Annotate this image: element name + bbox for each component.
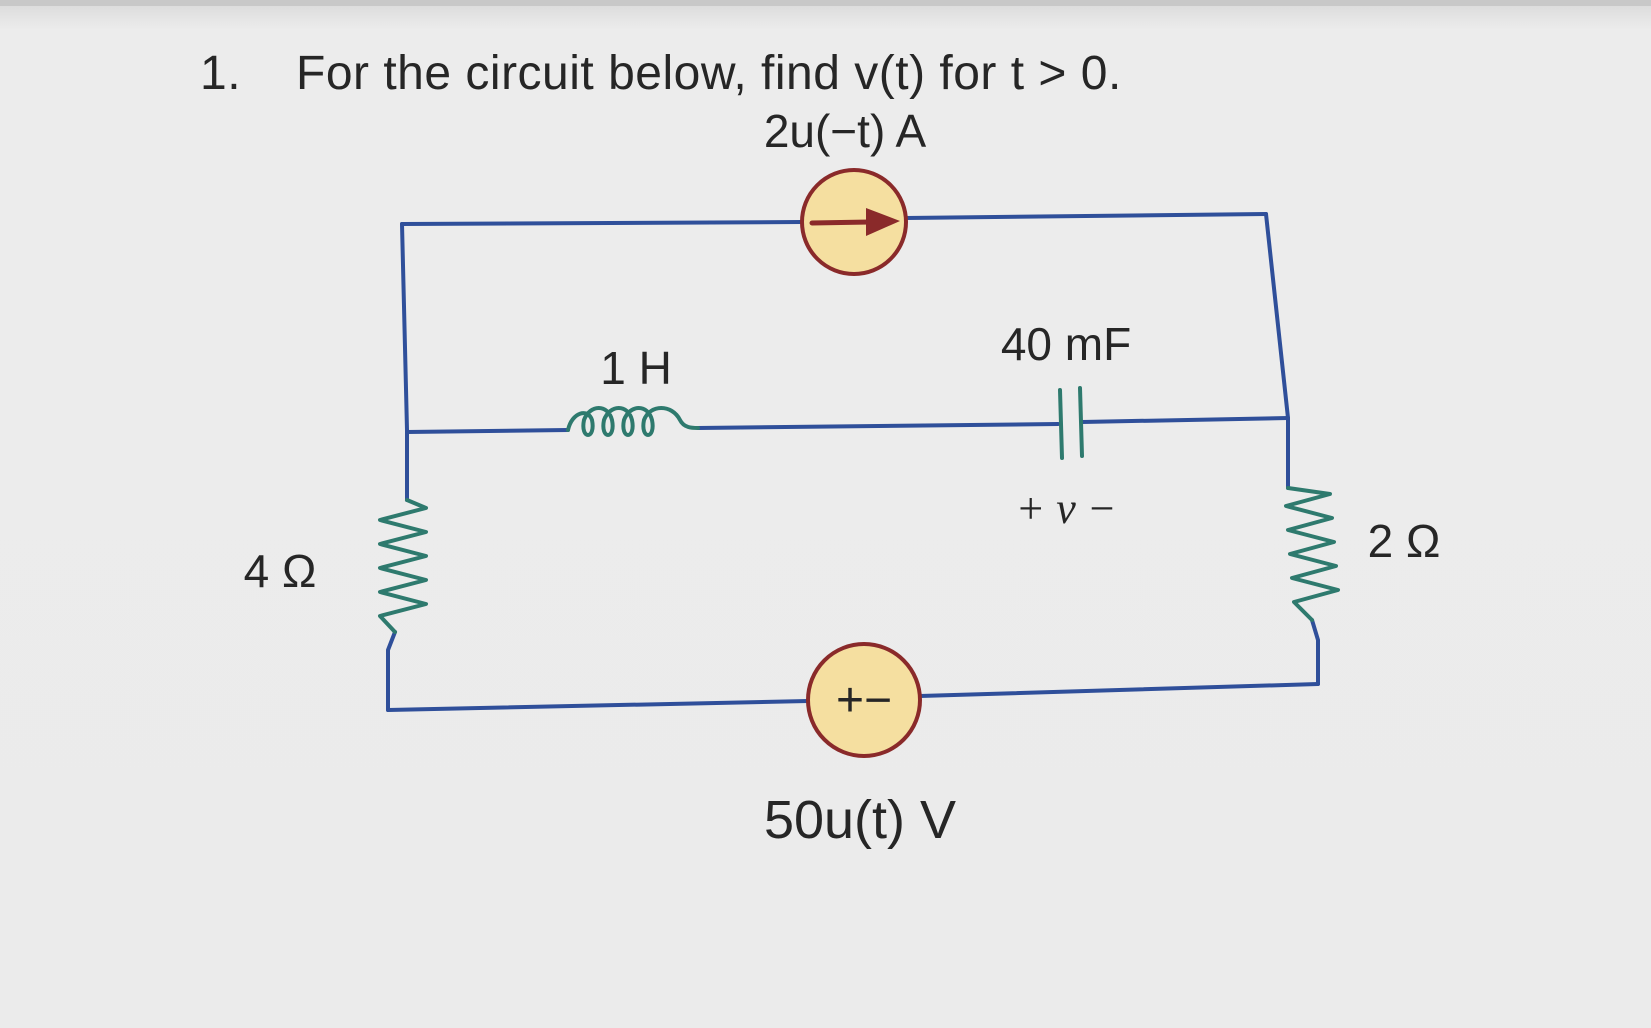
voltage-source-label: 50u(t) V: [764, 790, 956, 850]
middle-wire-right: [1080, 416, 1290, 424]
capacitor-label: 40 mF: [1001, 318, 1131, 370]
right-wire-lower: [1310, 618, 1320, 686]
capacitor: [1058, 386, 1084, 460]
left-resistor-zigzag: [378, 498, 428, 634]
problem-statement: 1. For the circuit below, find v(t) for t…: [200, 46, 1122, 101]
bottom-wire-left: [386, 699, 810, 712]
left-wire-lower: [386, 630, 397, 712]
right-resistor-label: 2 Ω: [1368, 515, 1441, 567]
capacitor-plate-right: [1078, 386, 1084, 458]
photo-edge: [0, 0, 1651, 6]
current-source: [800, 168, 908, 276]
voltage-source: +−: [806, 642, 922, 758]
current-source-arrow-shaft: [809, 219, 873, 226]
current-source-label: 2u(−t) A: [764, 105, 927, 157]
voltage-source-body: [806, 642, 922, 758]
problem-text: For the circuit below, find v(t) for t >…: [296, 47, 1122, 100]
inductor: [566, 406, 700, 437]
problem-number: 1.: [200, 47, 242, 100]
right-resistor-zigzag: [1284, 486, 1340, 622]
inductor-label: 1 H: [600, 342, 672, 394]
current-source-arrow-head: [866, 208, 900, 236]
right-resistor: [1284, 486, 1340, 622]
wires: [386, 212, 1320, 712]
right-wire-upper: [1264, 212, 1290, 490]
bottom-wire-right: [918, 682, 1320, 698]
middle-wire-left: [405, 428, 570, 434]
middle-wire-center: [696, 422, 1060, 430]
capacitor-plate-left: [1058, 388, 1064, 460]
left-resistor: [378, 498, 428, 634]
left-wire-upper: [400, 222, 409, 502]
top-wire: [400, 220, 804, 226]
inductor-coil: [566, 406, 700, 437]
voltage-source-polarity: +−: [836, 674, 892, 727]
left-resistor-label: 4 Ω: [244, 545, 317, 597]
top-wire-right: [904, 212, 1268, 220]
capacitor-voltage-label: + v −: [1016, 484, 1117, 533]
